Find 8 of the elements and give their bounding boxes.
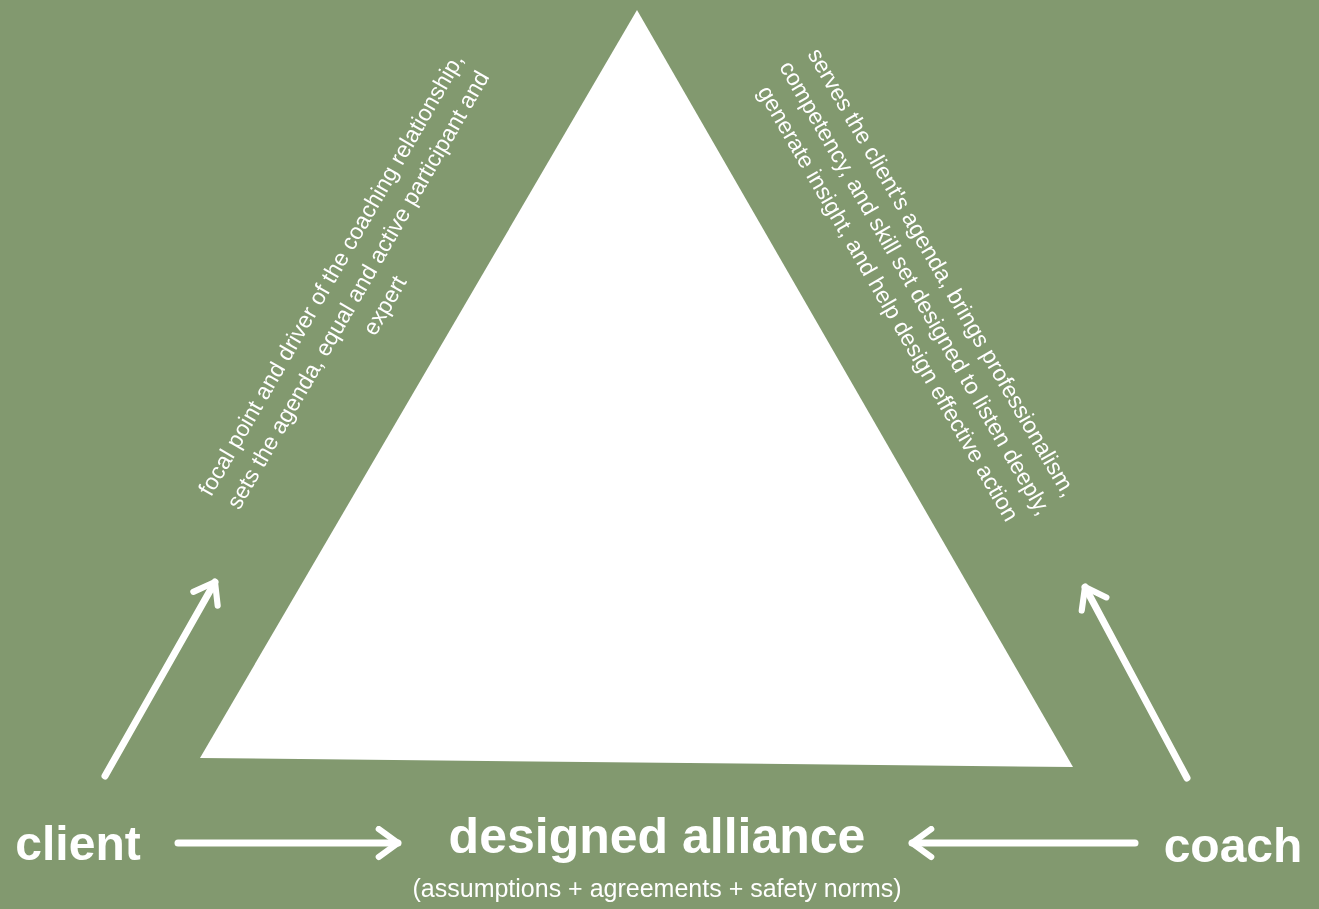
node-label: coach bbox=[1163, 817, 1303, 873]
node-label: designed alliance bbox=[448, 807, 866, 865]
arrow bbox=[908, 825, 1139, 861]
arrow bbox=[1078, 583, 1191, 782]
arrow bbox=[101, 578, 221, 780]
arrow bbox=[174, 825, 402, 861]
caption-text: (assumptions + agreements + safety norms) bbox=[412, 874, 902, 903]
node-label: client bbox=[15, 815, 141, 871]
